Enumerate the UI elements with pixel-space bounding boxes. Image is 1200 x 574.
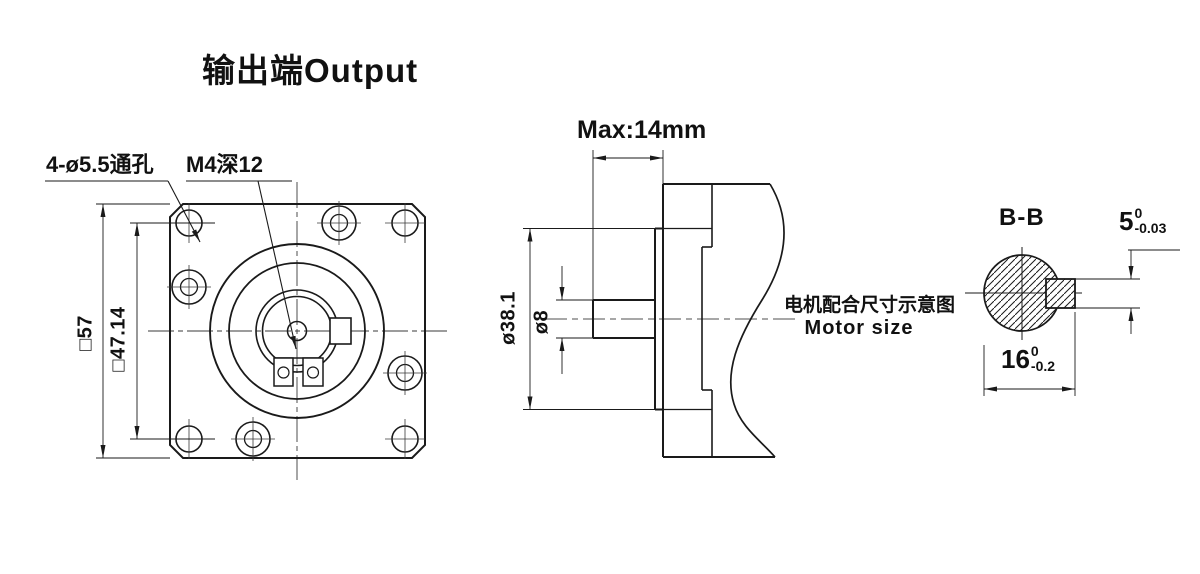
keyway-tab [329, 317, 352, 345]
key-span-lower-tol: -0.2 [1030, 358, 1056, 375]
pilot-boss-side [654, 227, 663, 411]
clamp-hole-left [277, 366, 290, 379]
front-centerlines [148, 182, 448, 480]
motor-shaft [592, 299, 655, 339]
leader-lines [45, 180, 297, 350]
section-key [1045, 278, 1076, 309]
label-through-holes: 4-ø5.5通孔 [46, 152, 154, 177]
bore-lines [663, 227, 712, 411]
break-line [729, 183, 785, 458]
dim-pilot-diameter: ø38.1 [497, 291, 520, 345]
center-tapped-hole [286, 320, 308, 342]
clamp-tab-left [273, 357, 294, 387]
key-width-nominal: 5 [1119, 206, 1134, 237]
pilot-boss-circle [209, 243, 385, 419]
side-view-linework [523, 150, 800, 458]
key-width-lower-tol: -0.03 [1134, 220, 1167, 237]
key-span-nominal: 16 [1001, 344, 1030, 375]
motor-body [662, 183, 775, 458]
dim-key-span: 16 0 -0.2 [1001, 343, 1056, 375]
side-dimensions [523, 150, 664, 410]
clamp-tab-right [302, 357, 324, 387]
dim-outer-square: □57 [74, 315, 97, 351]
screw-hole-crosshairs [167, 201, 427, 461]
section-label: B-B [999, 204, 1045, 231]
front-view-linework [45, 180, 448, 480]
recess-circle [228, 262, 366, 400]
dim-shaft-diameter: ø8 [530, 309, 553, 335]
clamp-hole-right [306, 366, 320, 379]
section-view-linework [965, 247, 1180, 396]
motor-body-steps [701, 184, 713, 457]
note-motor-cn: 电机配合尺寸示意图 [784, 295, 956, 316]
label-tapped-hole: M4深12 [186, 152, 264, 177]
flange-outline [169, 203, 426, 459]
section-dimensions [983, 249, 1180, 396]
dim-key-width: 5 0 -0.03 [1119, 205, 1167, 237]
dim-max-shaft-length: Max:14mm [577, 116, 707, 144]
front-dimensions [96, 203, 215, 459]
key-width-upper-tol: 0 [1134, 205, 1143, 221]
note-motor-en: Motor size [804, 317, 914, 339]
page-title: 输出端Output [202, 52, 419, 89]
key-span-upper-tol: 0 [1030, 343, 1039, 359]
dim-bolt-square: □47.14 [107, 306, 130, 372]
